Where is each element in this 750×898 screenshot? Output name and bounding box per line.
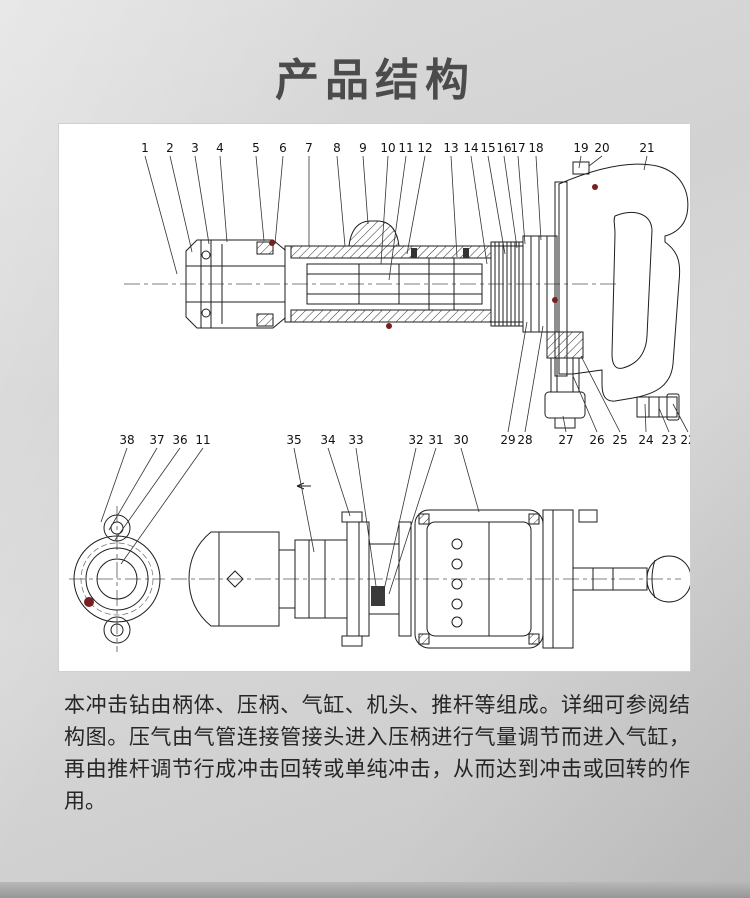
part-label: 30	[453, 433, 468, 447]
leader-lines	[100, 155, 689, 595]
top-sectional-view	[124, 161, 689, 429]
part-label: 25	[612, 433, 627, 447]
part-label: 29	[500, 433, 515, 447]
structure-diagram: 1 2 3 4 5 6 7 8 9 10 11 12 13 14 15 16 1…	[69, 141, 690, 652]
bolt-assembly	[636, 393, 680, 421]
chuck-sleeve	[185, 239, 286, 329]
part-label: 28	[517, 433, 532, 447]
part-label: 33	[348, 433, 363, 447]
part-number-labels: 1 2 3 4 5 6 7 8 9 10 11 12 13 14 15 16 1…	[119, 141, 690, 447]
part-label: 3	[191, 141, 199, 155]
part-label: 13	[443, 141, 458, 155]
part-label: 7	[305, 141, 313, 155]
valve-stack	[544, 331, 586, 429]
part-label: 1	[141, 141, 149, 155]
part-label: 38	[119, 433, 134, 447]
backhead	[522, 181, 568, 377]
seal-dot	[552, 297, 558, 303]
throttle-lever	[572, 161, 590, 175]
bottom-bar	[0, 882, 750, 898]
seal-dot	[386, 323, 392, 329]
part-label: 11	[195, 433, 210, 447]
part-label: 27	[558, 433, 573, 447]
part-label: 18	[528, 141, 543, 155]
part-label: 17	[510, 141, 525, 155]
part-label: 4	[216, 141, 224, 155]
part-label: 26	[589, 433, 604, 447]
part-label: 2	[166, 141, 174, 155]
part-label: 20	[594, 141, 609, 155]
part-label: 36	[172, 433, 187, 447]
diagram-panel: 1 2 3 4 5 6 7 8 9 10 11 12 13 14 15 16 1…	[58, 123, 691, 672]
part-label: 9	[359, 141, 367, 155]
part-label: 6	[279, 141, 287, 155]
part-label: 10	[380, 141, 395, 155]
part-label: 37	[149, 433, 164, 447]
side-assembly-view	[188, 509, 690, 649]
part-label: 32	[408, 433, 423, 447]
part-label: 5	[252, 141, 260, 155]
seal-dot	[84, 597, 94, 607]
part-label: 22	[680, 433, 690, 447]
part-label: 21	[639, 141, 654, 155]
product-description: 本冲击钻由柄体、压柄、气缸、机头、推杆等组成。详细可参阅结构图。压气由气管连接管…	[64, 694, 690, 813]
air-inlet-arrow	[296, 482, 311, 490]
part-label: 14	[463, 141, 478, 155]
bottom-view	[69, 482, 690, 652]
part-label: 8	[333, 141, 341, 155]
handle-grip	[558, 161, 689, 402]
page-title: 产品结构	[275, 56, 475, 105]
part-label: 16	[496, 141, 511, 155]
part-label: 35	[286, 433, 301, 447]
seal-block	[371, 586, 385, 606]
seal-dot	[269, 240, 275, 246]
flange-end-view	[73, 514, 161, 644]
ratchet-section	[490, 241, 524, 327]
part-label: 34	[320, 433, 335, 447]
part-label: 19	[573, 141, 588, 155]
cylinder-body	[284, 220, 524, 323]
part-label: 12	[417, 141, 432, 155]
part-label: 15	[480, 141, 495, 155]
part-label: 24	[638, 433, 653, 447]
part-label: 31	[428, 433, 443, 447]
part-label: 23	[661, 433, 676, 447]
seal-dot	[592, 184, 598, 190]
part-label: 11	[398, 141, 413, 155]
